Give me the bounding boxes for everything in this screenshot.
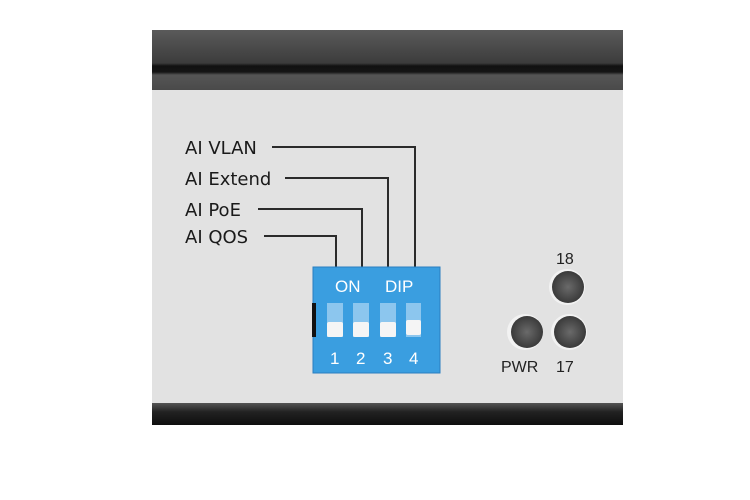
- dip-toggle-1[interactable]: [327, 303, 343, 337]
- led-17-label: 17: [556, 359, 574, 376]
- label-ai-extend: AI Extend: [185, 169, 271, 190]
- dip-switch: ON DIP 1 2 3 4: [312, 266, 441, 374]
- dip-number-2: 2: [356, 349, 365, 368]
- dip-on-label: ON: [335, 277, 361, 296]
- led-pwr-label: PWR: [501, 359, 538, 376]
- top-chassis: [152, 30, 623, 90]
- dip-toggle-3[interactable]: [380, 303, 396, 337]
- dip-dip-label: DIP: [385, 277, 413, 296]
- led-18-icon: [552, 271, 584, 303]
- dip-number-4: 4: [409, 349, 418, 368]
- led-pwr-icon: [511, 316, 543, 348]
- dip-number-1: 1: [330, 349, 339, 368]
- dip-toggle-2[interactable]: [353, 303, 369, 337]
- bottom-chassis: [152, 403, 623, 425]
- dip-toggle-4[interactable]: [406, 303, 421, 337]
- label-ai-poe: AI PoE: [185, 200, 241, 221]
- label-ai-vlan: AI VLAN: [185, 138, 257, 159]
- dip-number-3: 3: [383, 349, 392, 368]
- led-18-label: 18: [556, 251, 574, 268]
- leader-lines: [258, 146, 416, 267]
- led-17-icon: [554, 316, 586, 348]
- label-ai-qos: AI QOS: [185, 227, 248, 248]
